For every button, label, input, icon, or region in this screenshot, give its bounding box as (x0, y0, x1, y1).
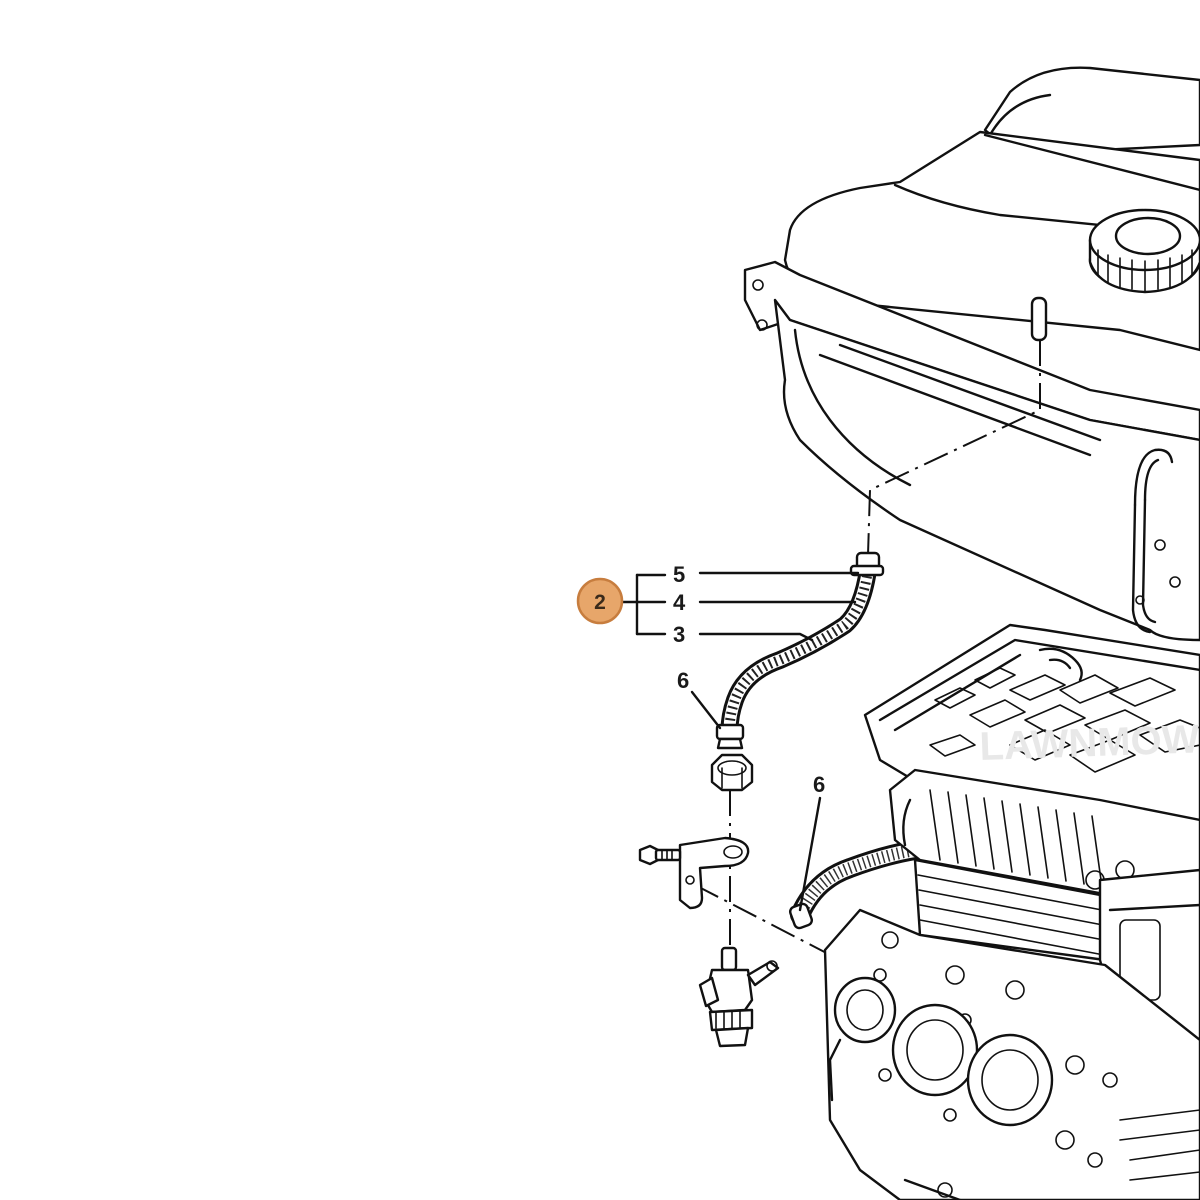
nut (710, 753, 754, 792)
callout-badge[interactable]: 2 (576, 577, 624, 625)
part-label-6-right: 6 (813, 772, 825, 797)
fuel-hose (715, 551, 885, 750)
crankcase-breather-hose (788, 840, 925, 930)
callout-label: 2 (594, 591, 606, 614)
watermark-text: LAWNMOWER (979, 715, 1200, 769)
fuel-valve (698, 946, 780, 1048)
engine-block (823, 623, 1200, 1200)
leader-lines (620, 571, 860, 912)
part-labels: 5 4 3 6 6 (673, 562, 825, 797)
mounting-bracket (638, 836, 750, 910)
part-label-6-left: 6 (677, 668, 689, 693)
part-label-3: 3 (673, 622, 685, 647)
fuel-tank (743, 66, 1200, 642)
part-label-4: 4 (673, 590, 686, 615)
callout-circle[interactable] (576, 577, 624, 625)
part-label-5: 5 (673, 562, 685, 587)
